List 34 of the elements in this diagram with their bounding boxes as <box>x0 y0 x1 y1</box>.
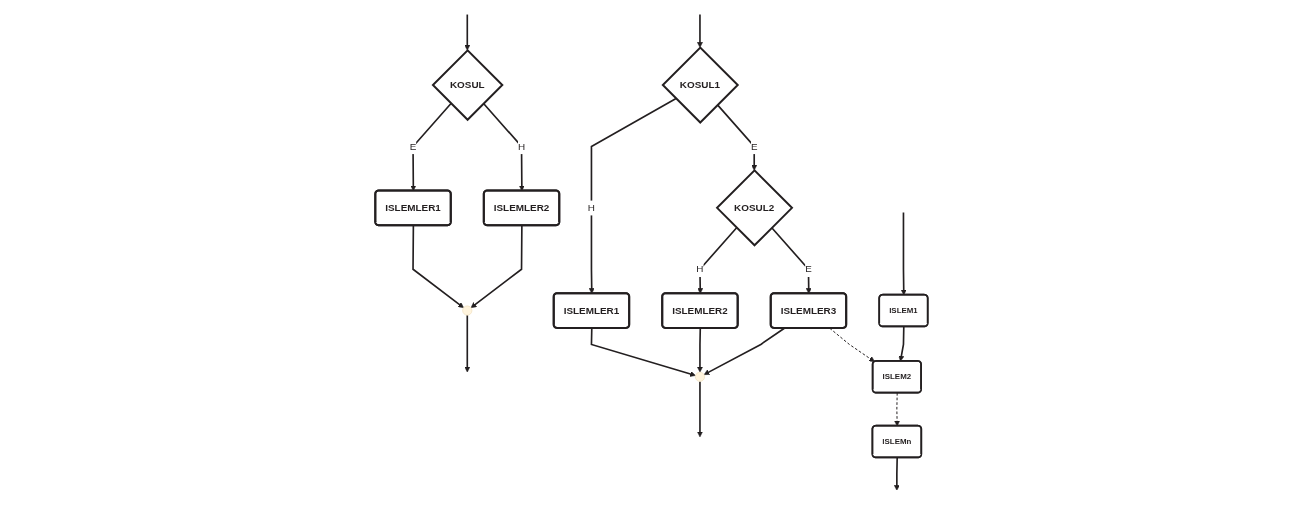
edge-label: H <box>696 263 704 275</box>
arrow <box>588 97 677 294</box>
arrow <box>464 314 471 373</box>
decision-diamond: KOSUL2 <box>715 169 794 247</box>
junction-point <box>462 305 473 316</box>
arrow <box>898 325 905 362</box>
process-box: ISLEMLER3 <box>769 292 848 329</box>
process-box: ISLEMLER1 <box>552 292 631 329</box>
arrow <box>770 226 812 294</box>
edge-label: H <box>587 201 596 213</box>
edge-label: E <box>750 140 758 152</box>
arrow <box>412 224 464 308</box>
arrow <box>590 327 696 377</box>
arrow <box>697 13 703 48</box>
arrow <box>470 224 523 308</box>
arrow <box>410 102 452 192</box>
arrow <box>697 226 738 294</box>
arrow <box>697 380 703 438</box>
junction-point <box>695 371 705 382</box>
arrow <box>482 102 525 192</box>
process-box: ISLEMLER1 <box>374 189 452 227</box>
process-box: ISLEMLER2 <box>482 189 561 227</box>
decision-diamond: KOSUL1 <box>661 46 740 124</box>
process-box: ISLEMLER2 <box>661 292 739 329</box>
decision-diamond: KOSUL <box>431 48 504 122</box>
edge-label: E <box>805 263 812 275</box>
edge-label: H <box>517 140 526 152</box>
edge-label: E <box>409 140 417 152</box>
arrow <box>464 13 471 51</box>
arrow <box>703 327 786 375</box>
arrow <box>893 456 900 491</box>
arrow <box>697 327 703 373</box>
arrow <box>716 104 758 171</box>
arrow <box>900 211 907 296</box>
